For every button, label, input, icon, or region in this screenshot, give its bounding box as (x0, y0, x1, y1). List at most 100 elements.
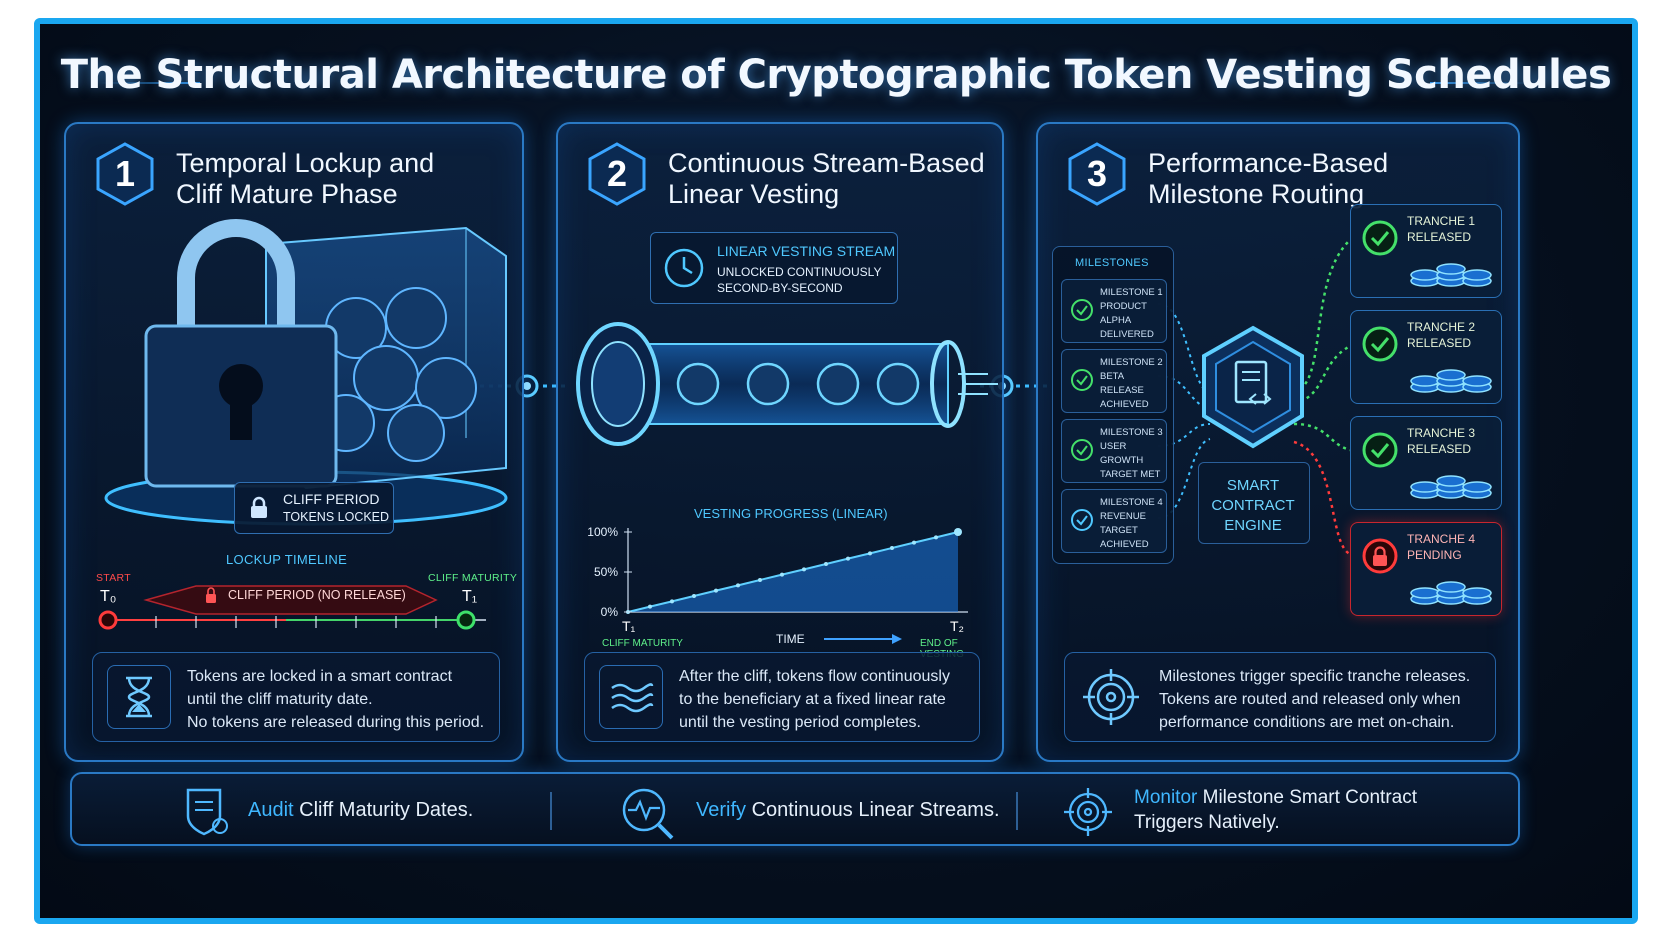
panel-title: Performance-Based Milestone Routing (1148, 148, 1389, 209)
step-number-badge: 3 (1068, 142, 1126, 206)
verify-item: Verify Continuous Linear Streams. (620, 786, 1000, 840)
token-stream-tube (576, 322, 998, 446)
vesting-point (692, 594, 696, 598)
vesting-point (846, 556, 850, 561)
lock-icon (1362, 538, 1398, 574)
vesting-point (824, 562, 828, 566)
linear-stream-card: LINEAR VESTING STREAM UNLOCKED CONTINUOU… (650, 232, 898, 304)
y-tick-label: 50% (594, 565, 618, 579)
y-tick-label: 0% (601, 605, 619, 619)
chart-title: VESTING PROGRESS (LINEAR) (694, 506, 888, 521)
verify-text: Verify Continuous Linear Streams. (696, 799, 1000, 822)
check-circle-icon (1071, 369, 1093, 391)
check-circle-icon (1071, 509, 1093, 531)
hourglass-icon (107, 665, 171, 729)
vesting-point (648, 604, 652, 609)
milestones-panel: MILESTONES MILESTONE 1 PRODUCT ALPHA DEL… (1052, 246, 1174, 564)
audit-text: Audit Cliff Maturity Dates. (248, 799, 473, 822)
vesting-point (868, 551, 872, 556)
check-circle-icon (1362, 326, 1398, 362)
engine-label-box (1198, 462, 1310, 544)
panel-title: Temporal Lockup and Cliff Mature Phase (176, 148, 435, 209)
page-title: The Structural Architecture of Cryptogra… (60, 52, 1612, 98)
panel-milestone-routing: 3 Performance-Based Milestone Routing MI… (1036, 122, 1520, 762)
stream-title: LINEAR VESTING STREAM (717, 243, 896, 259)
vesting-point (736, 583, 740, 588)
x-end-label: T₂ (950, 618, 964, 634)
start-label: START (96, 572, 131, 584)
milestone-text: MILESTONE 1 PRODUCT ALPHA DELIVERED (1100, 287, 1163, 340)
action-bar: Audit Cliff Maturity Dates. Verify Conti… (70, 772, 1520, 846)
step-number-badge: 2 (588, 142, 646, 206)
lockup-timeline-label: LOCKUP TIMELINE (226, 552, 348, 567)
milestone-card: MILESTONE 1 PRODUCT ALPHA DELIVERED (1061, 279, 1167, 343)
milestone-text: MILESTONE 2 BETA RELEASE ACHIEVED (1100, 357, 1163, 410)
check-circle-icon (1362, 432, 1398, 468)
cliff-period-label: CLIFF PERIOD (283, 491, 380, 507)
engine-label: SMART CONTRACT ENGINE (1211, 477, 1295, 534)
x-start-sub: CLIFF MATURITY (602, 638, 683, 649)
clock-icon (664, 248, 704, 288)
milestone-card: MILESTONE 2 BETA RELEASE ACHIEVED (1061, 349, 1167, 413)
coin-stack-icon (1410, 581, 1492, 605)
milestone-card: MILESTONE 3 USER GROWTH TARGET MET (1061, 419, 1167, 483)
audit-rest: Cliff Maturity Dates. (293, 799, 474, 821)
milestones-label: MILESTONES (1075, 257, 1149, 269)
tranche-card: TRANCHE 2 RELEASED (1350, 310, 1502, 404)
audit-keyword: Audit (248, 799, 294, 821)
stream-sub-2: SECOND-BY-SECOND (717, 281, 843, 295)
vesting-point (758, 578, 762, 582)
vesting-point (714, 588, 718, 593)
vesting-point (780, 572, 784, 577)
start-time-label: T₀ (100, 588, 117, 605)
monitor-keyword: Monitor (1134, 787, 1198, 808)
infographic-frame: The Structural Architecture of Cryptogra… (34, 18, 1638, 924)
check-circle-icon (1071, 439, 1093, 461)
stream-sub-1: UNLOCKED CONTINUOUSLY (717, 265, 882, 279)
step-number: 3 (1086, 153, 1108, 194)
description-text: After the cliff, tokens flow continuousl… (679, 668, 950, 731)
coin-stack-icon (1410, 263, 1492, 287)
x-axis-label: TIME (776, 632, 805, 646)
monitor-text-line-2: Triggers Natively. (1134, 812, 1280, 833)
vesting-point (890, 546, 894, 550)
verify-rest: Continuous Linear Streams. (746, 799, 1000, 821)
x-start-label: T₁ (622, 618, 636, 634)
hexagon-icon (588, 142, 646, 206)
coin-stack-icon (1410, 369, 1492, 393)
audit-item: Audit Cliff Maturity Dates. (182, 786, 512, 836)
tranche-card: TRANCHE 1 RELEASED (1350, 204, 1502, 298)
description-text: Milestones trigger specific tranche rele… (1159, 668, 1471, 731)
cliff-period-badge: CLIFF PERIOD TOKENS LOCKED (234, 482, 394, 534)
monitor-item: Monitor Milestone Smart Contract Trigger… (1062, 786, 1482, 836)
tranche-status: TRANCHE 4 PENDING (1407, 532, 1476, 562)
time-arrow-icon (824, 634, 902, 644)
milestone-card: MILESTONE 4 REVENUE TARGET ACHIEVED (1061, 489, 1167, 553)
hexagon-icon (96, 142, 154, 206)
description-box: After the cliff, tokens flow continuousl… (584, 652, 980, 742)
check-circle-icon (1071, 299, 1093, 321)
vesting-point (954, 528, 962, 536)
tranche-status: TRANCHE 3 RELEASED (1407, 426, 1476, 456)
clipboard-shield-icon (186, 788, 228, 836)
vesting-point (912, 540, 916, 545)
target-icon (1079, 665, 1143, 729)
cliff-maturity-label: CLIFF MATURITY (428, 572, 518, 584)
lockup-timeline (98, 585, 486, 630)
tokens-locked-label: TOKENS LOCKED (283, 510, 390, 524)
check-circle-icon (1362, 220, 1398, 256)
tranche-card-pending: TRANCHE 4 PENDING (1350, 522, 1502, 616)
hexagon-icon (1068, 142, 1126, 206)
panel-linear-vesting: 2 Continuous Stream-Based Linear Vesting… (556, 122, 1004, 762)
panel-title: Continuous Stream-Based Linear Vesting (668, 148, 985, 209)
verify-keyword: Verify (696, 799, 747, 821)
step-number: 1 (114, 153, 136, 194)
tranche-card: TRANCHE 3 RELEASED (1350, 416, 1502, 510)
cliff-period-bar-label: CLIFF PERIOD (NO RELEASE) (228, 588, 406, 602)
vesting-line (627, 531, 959, 613)
lock-icon (251, 496, 267, 518)
vesting-progress-chart: 100% 50% 0% (587, 525, 968, 619)
pulse-magnifier-icon (622, 788, 674, 840)
vesting-point (670, 599, 674, 604)
y-tick-label: 100% (587, 525, 618, 539)
